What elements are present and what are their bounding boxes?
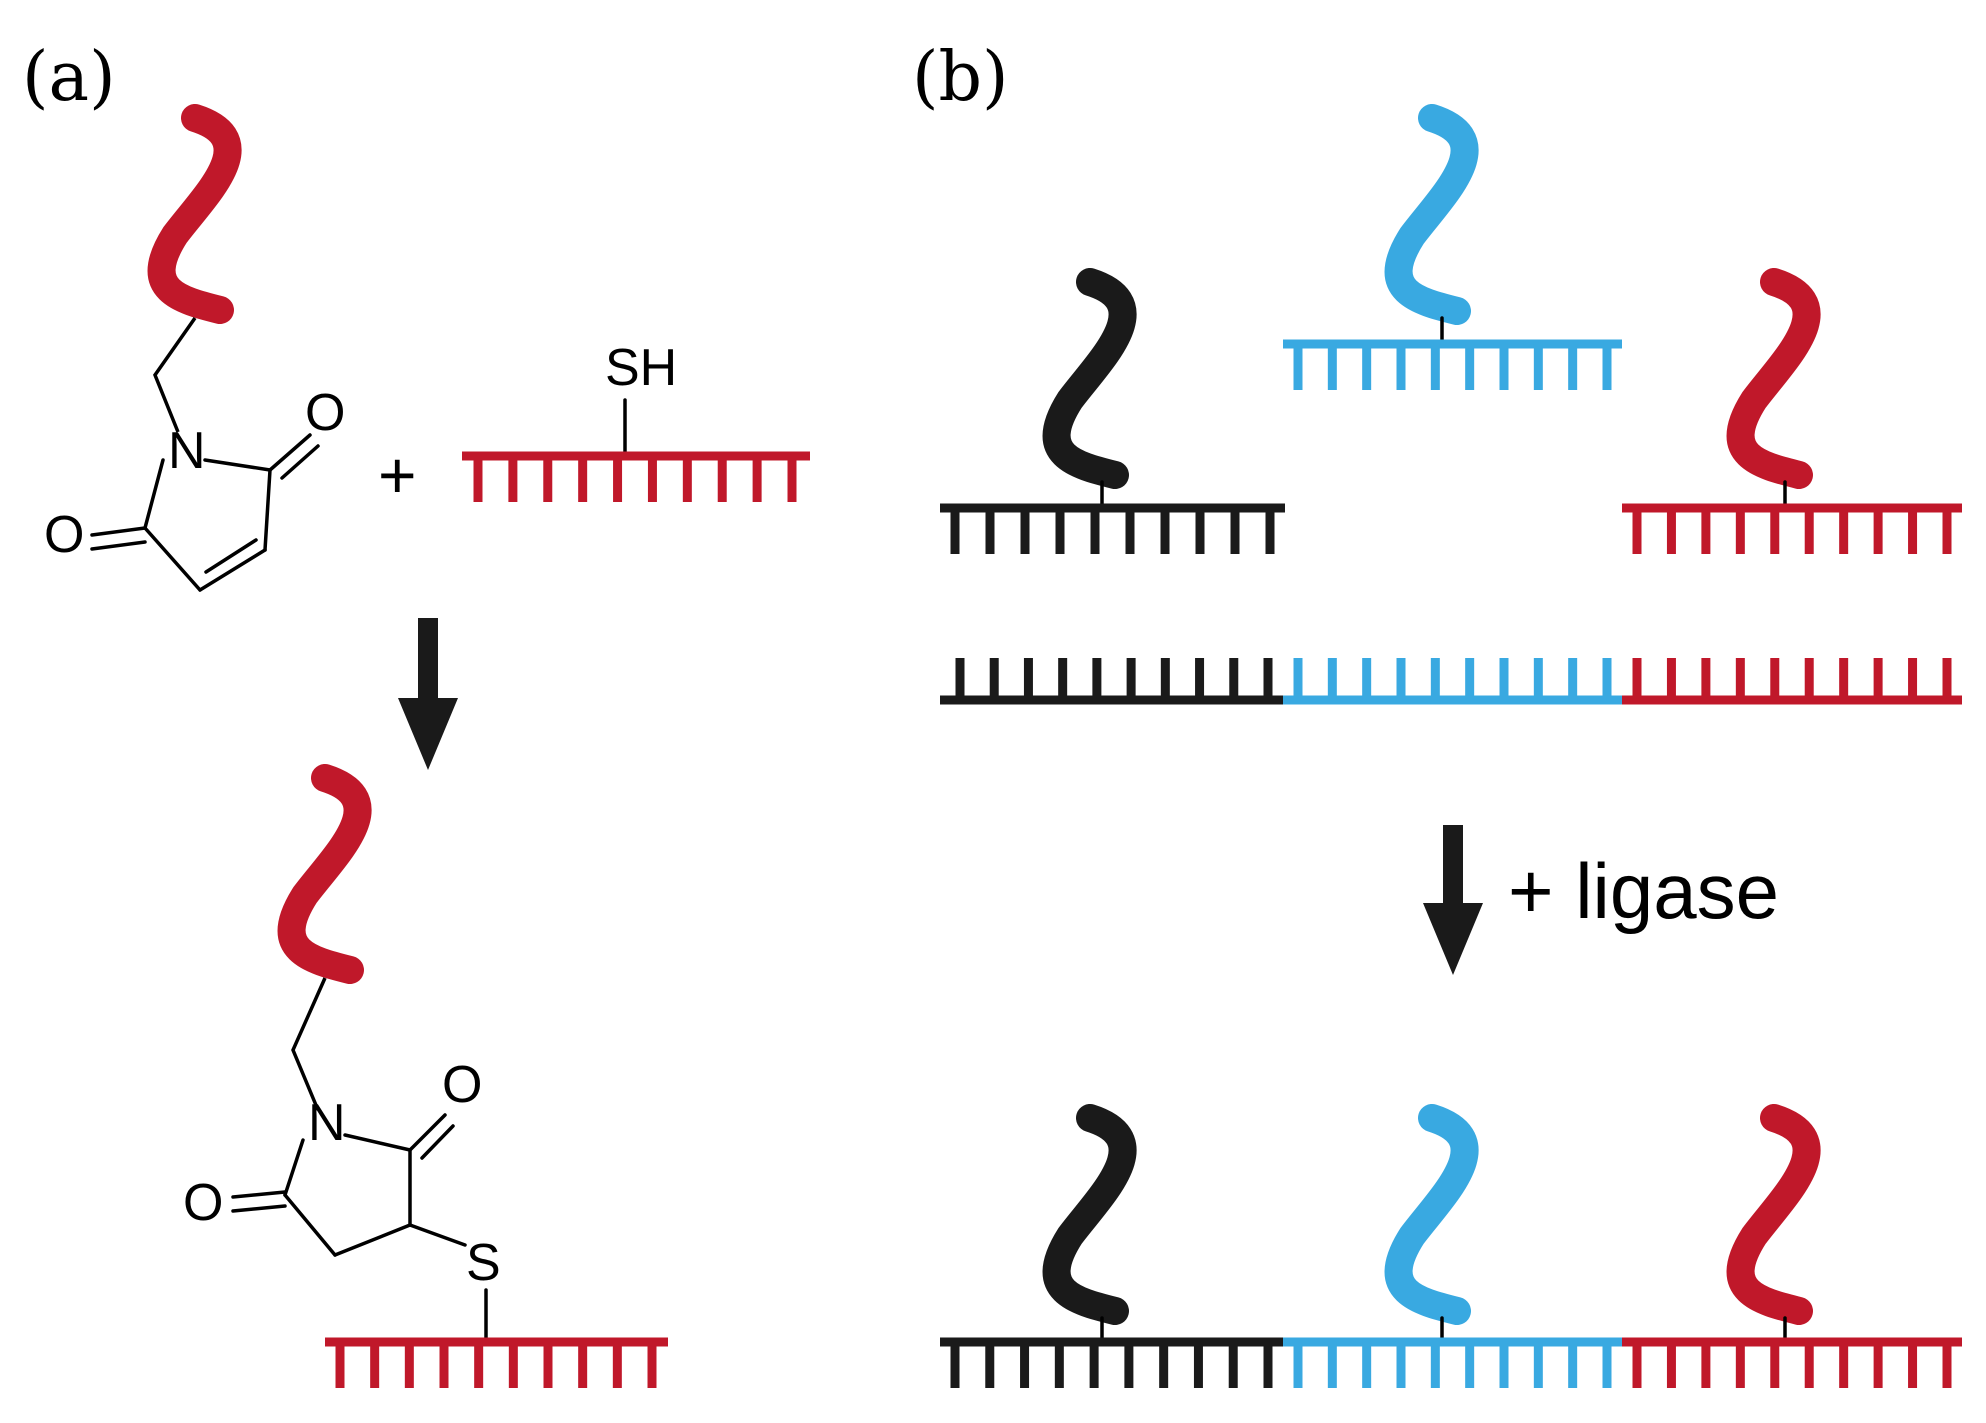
- carbonyl-double-bond: [268, 433, 312, 472]
- dna-strand-red: [462, 451, 810, 502]
- ring-bond: [283, 1193, 337, 1257]
- dna-strand-red: [325, 1337, 668, 1388]
- dna-strand-red: [1622, 503, 1962, 554]
- ring-bond: [143, 526, 202, 592]
- ring-bond: [203, 458, 272, 472]
- ring-bond: [333, 1223, 412, 1257]
- template-segment-blue: [1283, 658, 1622, 705]
- carbonyl-double-bond: [280, 444, 320, 480]
- ring-bond: [283, 1138, 305, 1197]
- dna-strand-black: [940, 503, 1285, 554]
- panel-a-label: (a): [22, 38, 116, 117]
- ring-double-bond: [204, 538, 258, 574]
- atom-o: O: [183, 1174, 223, 1232]
- ligated-product: [940, 1104, 1962, 1388]
- ligation-arrow: + ligase: [1423, 825, 1779, 975]
- ring-bond: [343, 1133, 412, 1152]
- panel-a: (a) N O O + SH: [22, 38, 810, 1388]
- polymer-chain-red: [1726, 1104, 1821, 1325]
- ligase-label: + ligase: [1508, 847, 1779, 935]
- atom-o: O: [44, 506, 84, 564]
- c-s-bond: [408, 1223, 467, 1247]
- panel-b: (b) + ligase: [912, 38, 1962, 1388]
- conjugate-black: [940, 268, 1285, 554]
- reaction-arrow: [398, 618, 458, 770]
- atom-s: S: [466, 1234, 501, 1292]
- ring-bond: [143, 458, 165, 530]
- conjugate-blue: [1283, 104, 1622, 390]
- arrow-head: [398, 698, 458, 770]
- ligated-segment-black: [940, 1337, 1283, 1388]
- polymer-chain-black: [1042, 268, 1137, 489]
- atom-o: O: [442, 1056, 482, 1114]
- polymer-chain-red: [1726, 268, 1821, 489]
- polymer-chain-red: [277, 764, 372, 984]
- template-segment-black: [940, 658, 1283, 705]
- template-segment-red: [1622, 658, 1962, 705]
- maleimide-reactant: N O O: [44, 104, 345, 592]
- linker-bond: [291, 977, 327, 1111]
- carbonyl-double-bond: [231, 1190, 287, 1199]
- ligated-segment-blue: [1283, 1337, 1622, 1388]
- atom-n: N: [308, 1094, 346, 1152]
- template-strand: [940, 658, 1962, 705]
- carbonyl-double-bond: [420, 1124, 455, 1160]
- plus-sign: +: [378, 438, 417, 512]
- ligated-segment-red: [1622, 1337, 1962, 1388]
- carbonyl-double-bond: [231, 1204, 287, 1213]
- atom-n: N: [168, 422, 206, 480]
- ring-bond: [263, 468, 272, 552]
- linker-bond: [153, 316, 197, 433]
- thiol-group-label: SH: [605, 339, 677, 397]
- polymer-chain-red: [147, 104, 242, 324]
- panel-b-label: (b): [912, 38, 1009, 117]
- atom-o: O: [305, 384, 345, 442]
- thioether-product: N O O S: [183, 764, 668, 1388]
- polymer-chain-blue: [1384, 1104, 1479, 1325]
- polymer-chain-blue: [1384, 104, 1479, 325]
- carbonyl-double-bond: [90, 540, 147, 551]
- carbonyl-double-bond: [408, 1113, 447, 1152]
- conjugate-red: [1622, 268, 1962, 554]
- thiol-dna-strand: SH: [462, 339, 810, 502]
- polymer-chain-black: [1042, 1104, 1137, 1325]
- arrow-head: [1423, 903, 1483, 975]
- dna-strand-blue: [1283, 339, 1622, 390]
- ring-double-bond: [198, 548, 267, 592]
- carbonyl-double-bond: [90, 526, 147, 537]
